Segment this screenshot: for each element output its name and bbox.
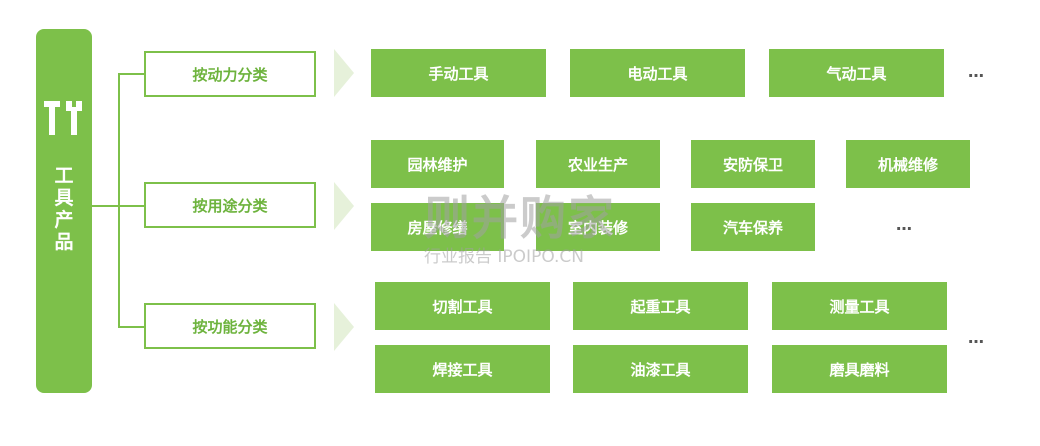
usage-more: … (896, 215, 913, 234)
item-house-repair: 房屋修缮 (371, 203, 504, 251)
category-power: 按动力分类 (144, 51, 316, 97)
item-lifting-tools: 起重工具 (573, 282, 748, 330)
root-node: 工 具 产 品 (36, 29, 92, 393)
connector-function (118, 326, 144, 328)
item-garden-maintenance: 园林维护 (371, 140, 504, 188)
arrow-power (334, 49, 354, 97)
item-welding-tools: 焊接工具 (375, 345, 550, 393)
arrow-function (334, 303, 354, 351)
item-cutting-tools: 切割工具 (375, 282, 550, 330)
connector-power (118, 73, 144, 75)
category-usage: 按用途分类 (144, 182, 316, 228)
item-agriculture: 农业生产 (536, 140, 660, 188)
connector-root (92, 205, 118, 207)
item-electric-tools: 电动工具 (570, 49, 745, 97)
connector-usage (118, 205, 144, 207)
function-more: … (968, 328, 985, 347)
connector-trunk (118, 73, 120, 327)
item-abrasives: 磨具磨料 (772, 345, 947, 393)
arrow-usage (334, 182, 354, 230)
item-pneumatic-tools: 气动工具 (769, 49, 944, 97)
item-car-maintenance: 汽车保养 (691, 203, 815, 251)
item-machinery-repair: 机械维修 (846, 140, 970, 188)
item-measuring-tools: 测量工具 (772, 282, 947, 330)
item-painting-tools: 油漆工具 (573, 345, 748, 393)
tools-icon (44, 101, 82, 135)
power-more: … (968, 62, 985, 81)
root-label: 工 具 产 品 (54, 165, 74, 253)
item-manual-tools: 手动工具 (371, 49, 546, 97)
category-function: 按功能分类 (144, 303, 316, 349)
item-interior-decoration: 室内装修 (536, 203, 660, 251)
item-security: 安防保卫 (691, 140, 815, 188)
